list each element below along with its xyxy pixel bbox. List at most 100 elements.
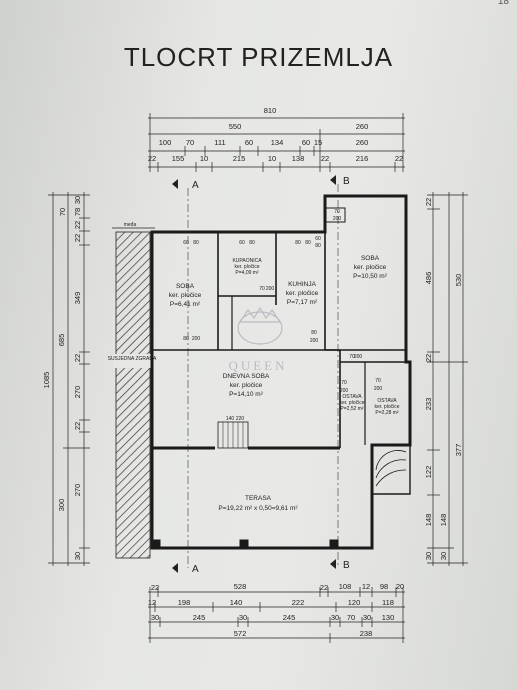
dim-top-r4: 216 [356, 154, 369, 163]
room-soba-left-name: SOBA [176, 283, 195, 290]
floor-plan-walls [150, 194, 412, 550]
dim-bottom-r2: 140 [230, 598, 243, 607]
dim-bottom-r1: 528 [234, 582, 247, 591]
dim-top-r4: 22 [395, 154, 403, 163]
dim-top-r4: 155 [172, 154, 185, 163]
room-kupaonica-name: KUPAONICA [232, 258, 262, 264]
room-kuhinja-finish: ker. pločice [286, 290, 319, 297]
room-terasa-name: TERASA [245, 495, 272, 502]
dim-bottom-r3: 30 [239, 613, 247, 622]
room-ostava2-finish: ker. pločice [374, 404, 399, 410]
dim-top-r3: 100 [159, 138, 172, 147]
dim-bottom-r1: 108 [339, 582, 352, 591]
opening-label: 200 [192, 336, 201, 342]
dim-left-mid: 300 [57, 499, 66, 512]
section-line-b [330, 175, 339, 569]
dim-top-r4: 215 [233, 154, 246, 163]
opening-label: 200 [354, 354, 363, 360]
dim-top-r4: 22 [148, 154, 156, 163]
section-a-top: A [192, 180, 199, 191]
opening-label: 140 [226, 416, 235, 422]
dim-bottom-r3: 30 [363, 613, 371, 622]
dim-bottom-r1: 98 [380, 582, 388, 591]
dim-left-inner: 30 [73, 196, 82, 204]
dim-right-outer: 377 [454, 444, 463, 457]
opening-label: 80 [249, 240, 255, 246]
opening-label: 80 [315, 243, 321, 249]
page-number: 18 [497, 0, 509, 7]
dim-right-inner: 486 [424, 272, 433, 285]
dim-right-inner: 233 [424, 398, 433, 411]
dim-top-r3: 260 [356, 138, 369, 147]
dim-bottom-r4: 238 [360, 629, 373, 638]
opening-label: 80 [193, 240, 199, 246]
dim-right-inner: 30 [439, 552, 448, 560]
dim-right-inner: 30 [424, 552, 433, 560]
opening-label: 60 [239, 240, 245, 246]
dim-left-inner: 30 [73, 552, 82, 560]
dim-left-inner: 22 [73, 221, 82, 229]
room-soba-right-finish: ker. pločice [354, 264, 387, 271]
opening-label: 80 [311, 330, 317, 336]
dim-bottom-r4: 572 [234, 629, 247, 638]
dim-top-r4: 138 [292, 154, 305, 163]
opening-label: 70 [375, 378, 381, 384]
dim-bottom-r3: 130 [382, 613, 395, 622]
dim-left-inner: 22 [73, 422, 82, 430]
dim-left-inner: 78 [73, 208, 82, 216]
opening-label: 200 [340, 388, 349, 394]
dim-top-r2: 260 [356, 122, 369, 131]
dim-bottom-r3: 30 [151, 613, 159, 622]
room-ostava2-name: OSTAVA [377, 398, 397, 404]
section-a-bottom: A [192, 564, 199, 575]
dim-left-outer: 1085 [42, 372, 51, 389]
dim-right-outer: 530 [454, 274, 463, 287]
dim-left-inner: 22 [73, 234, 82, 242]
dim-bottom-r3: 245 [193, 613, 206, 622]
opening-labels: 70 200 60 80 60 80 80 80 60 80 70 200 80… [183, 209, 382, 422]
room-soba-right-area: P=10,50 m² [353, 273, 388, 280]
dim-right-inner: 148 [439, 514, 448, 527]
room-soba-left-area: P=6,41 m² [170, 301, 201, 308]
dim-top-total: 810 [264, 106, 277, 115]
opening-label: 80 [183, 336, 189, 342]
dim-top-r4: 10 [268, 154, 276, 163]
watermark-text: QUEEN [228, 358, 287, 373]
opening-label: 80 [305, 240, 311, 246]
watermark [237, 306, 283, 345]
opening-label: 200 [310, 338, 319, 344]
room-ostava2-area: P=2,28 m² [375, 410, 399, 416]
dim-left-mid: 685 [57, 334, 66, 347]
opening-label: 70 [349, 354, 355, 360]
dim-bottom-r3: 30 [331, 613, 339, 622]
room-kupaonica-area: P=4,09 m² [235, 270, 259, 276]
opening-label: 60 [183, 240, 189, 246]
dim-left-inner: 270 [73, 484, 82, 497]
opening-label: 60 [315, 236, 321, 242]
opening-label: 70 [259, 286, 265, 292]
label-meda: međa [124, 222, 137, 228]
room-dnevna-area: P=14,10 m² [229, 391, 264, 398]
opening-label: 200 [333, 216, 342, 222]
dim-bottom-r2: 118 [382, 598, 394, 607]
left-dimension-lines [48, 192, 90, 566]
dim-right-inner: 148 [424, 514, 433, 527]
label-susjedna-zgrada: SUSJEDNA ZGRADA [108, 356, 157, 362]
top-dimension-lines [148, 113, 405, 172]
room-terasa-area: P=19,22 m² x 0,50=9,61 m² [218, 505, 298, 512]
dim-top-r3: 60 [302, 138, 310, 147]
room-dnevna-name: DNEVNA SOBA [223, 373, 270, 380]
dim-top-r4: 22 [321, 154, 329, 163]
opening-label: 70 [334, 209, 340, 215]
room-kuhinja-area: P=7,17 m² [287, 299, 318, 306]
dim-top-r3: 111 [214, 138, 225, 147]
opening-label: 220 [236, 416, 245, 422]
dim-right-inner: 122 [424, 466, 433, 479]
dim-top-r2: 550 [229, 122, 242, 131]
dim-right-inner: 22 [424, 354, 433, 362]
dim-left-inner: 70 [58, 208, 67, 216]
dim-bottom-r1: 12 [362, 582, 370, 591]
dim-right-inner: 22 [424, 198, 433, 206]
